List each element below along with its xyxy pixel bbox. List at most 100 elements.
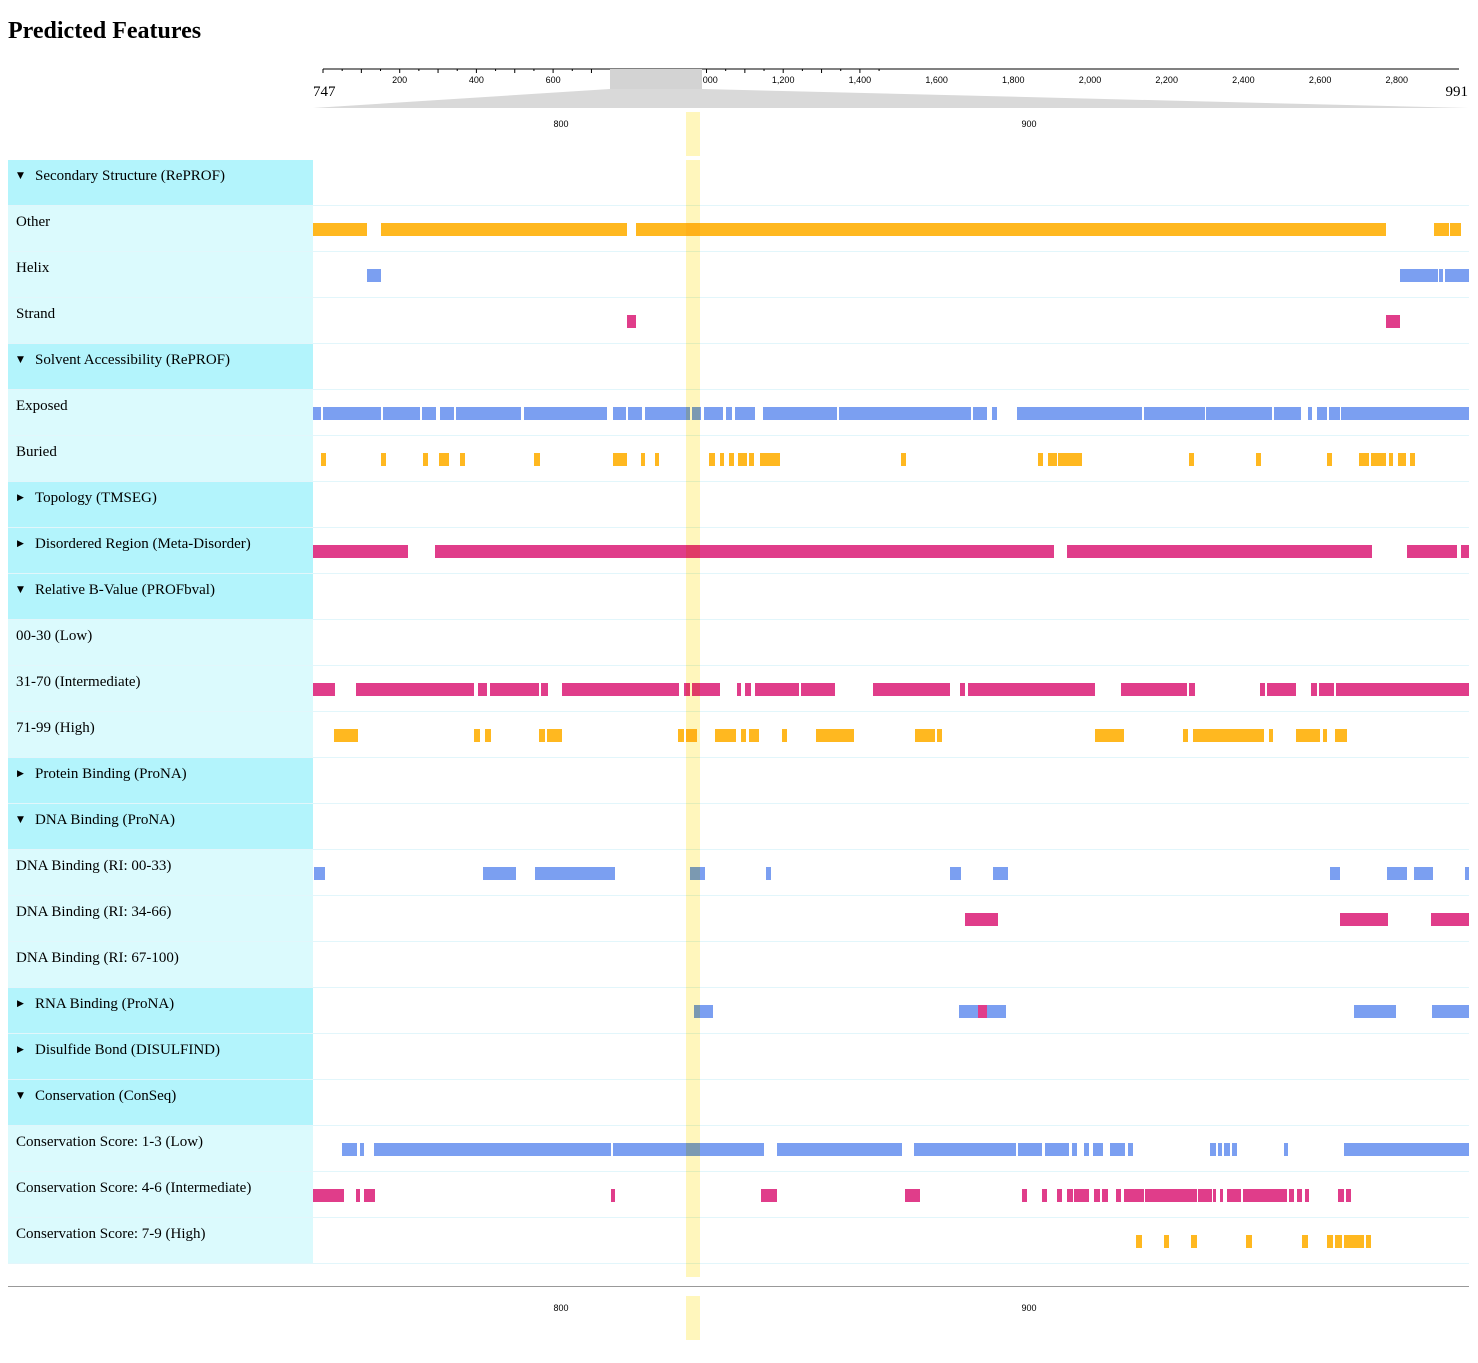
feature-block[interactable] <box>1044 1143 1069 1156</box>
feature-group-disorder[interactable]: ▶Disordered Region (Meta-Disorder) <box>8 528 1469 574</box>
caret-right-icon[interactable]: ▶ <box>17 769 24 779</box>
feature-block[interactable] <box>1316 407 1327 420</box>
feature-block[interactable] <box>628 407 643 420</box>
feature-block[interactable] <box>334 729 359 742</box>
feature-block[interactable] <box>872 683 951 696</box>
feature-block[interactable] <box>1183 729 1188 742</box>
feature-block[interactable] <box>473 729 480 742</box>
feature-block[interactable] <box>1330 867 1341 880</box>
feature-block[interactable] <box>455 407 522 420</box>
feature-block[interactable] <box>1071 1143 1077 1156</box>
feature-block[interactable] <box>434 545 1054 558</box>
feature-block[interactable] <box>1121 683 1187 696</box>
feature-block[interactable] <box>1450 223 1462 236</box>
feature-block[interactable] <box>1164 1235 1170 1248</box>
feature-block[interactable] <box>1353 1005 1397 1018</box>
feature-block[interactable] <box>1386 867 1407 880</box>
overview-navigator[interactable]: 2004006008001,0001,2001,4001,6001,8002,0… <box>0 60 1478 112</box>
feature-block[interactable] <box>1431 1005 1469 1018</box>
feature-block[interactable] <box>320 453 327 466</box>
feature-block[interactable] <box>313 545 408 558</box>
feature-block[interactable] <box>1189 453 1195 466</box>
feature-block[interactable] <box>610 1189 616 1202</box>
feature-block[interactable] <box>754 683 799 696</box>
group-label[interactable]: ▼Secondary Structure (RePROF) <box>8 160 313 205</box>
group-label[interactable]: ▼Conservation (ConSeq) <box>8 1080 313 1125</box>
feature-block[interactable] <box>1038 453 1044 466</box>
feature-block[interactable] <box>1110 1143 1125 1156</box>
feature-block[interactable] <box>781 729 788 742</box>
feature-block[interactable] <box>1319 683 1335 696</box>
feature-block[interactable] <box>1365 1235 1372 1248</box>
feature-block[interactable] <box>561 683 680 696</box>
feature-block[interactable] <box>759 453 781 466</box>
feature-block[interactable] <box>1198 1189 1213 1202</box>
feature-block[interactable] <box>1073 1189 1089 1202</box>
feature-block[interactable] <box>761 1189 777 1202</box>
group-label[interactable]: ▼DNA Binding (ProNA) <box>8 804 313 849</box>
caret-right-icon[interactable]: ▶ <box>17 493 24 503</box>
feature-block[interactable] <box>1193 729 1265 742</box>
feature-block[interactable] <box>959 683 965 696</box>
feature-block[interactable] <box>612 407 627 420</box>
feature-block[interactable] <box>626 315 636 328</box>
feature-group-ss[interactable]: ▼Secondary Structure (RePROF) <box>8 160 1469 206</box>
feature-block[interactable] <box>964 913 998 926</box>
feature-block[interactable] <box>380 453 387 466</box>
feature-block[interactable] <box>485 729 492 742</box>
feature-block[interactable] <box>364 1189 376 1202</box>
feature-block[interactable] <box>1386 315 1400 328</box>
feature-block[interactable] <box>992 407 998 420</box>
feature-block[interactable] <box>1343 1143 1469 1156</box>
feature-block[interactable] <box>915 729 935 742</box>
feature-block[interactable] <box>736 683 741 696</box>
feature-block[interactable] <box>1083 1143 1089 1156</box>
feature-block[interactable] <box>541 683 549 696</box>
group-label[interactable]: ▶Disordered Region (Meta-Disorder) <box>8 528 313 573</box>
feature-block[interactable] <box>949 867 961 880</box>
feature-block[interactable] <box>1274 407 1302 420</box>
feature-block[interactable] <box>644 407 691 420</box>
caret-down-icon[interactable]: ▼ <box>17 1091 24 1101</box>
overview-brush[interactable] <box>610 69 702 89</box>
feature-block[interactable] <box>1067 545 1373 558</box>
feature-block[interactable] <box>766 867 771 880</box>
feature-block[interactable] <box>1259 683 1266 696</box>
feature-block[interactable] <box>1323 729 1328 742</box>
feature-block[interactable] <box>422 453 428 466</box>
feature-block[interactable] <box>1343 1235 1364 1248</box>
feature-block[interactable] <box>1246 1235 1252 1248</box>
feature-block[interactable] <box>438 453 449 466</box>
feature-block[interactable] <box>937 729 943 742</box>
feature-block[interactable] <box>1213 1189 1216 1202</box>
feature-block[interactable] <box>1102 1189 1108 1202</box>
feature-block[interactable] <box>1041 1189 1048 1202</box>
feature-block[interactable] <box>1058 453 1082 466</box>
feature-block[interactable] <box>640 453 646 466</box>
feature-block[interactable] <box>535 867 616 880</box>
feature-block[interactable] <box>762 407 837 420</box>
feature-group-topo[interactable]: ▶Topology (TMSEG) <box>8 482 1469 528</box>
feature-block[interactable] <box>740 729 747 742</box>
feature-block[interactable] <box>1464 867 1469 880</box>
feature-group-protbind[interactable]: ▶Protein Binding (ProNA) <box>8 758 1469 804</box>
feature-block[interactable] <box>1145 1189 1198 1202</box>
caret-down-icon[interactable]: ▼ <box>17 585 24 595</box>
feature-block[interactable] <box>992 867 1008 880</box>
feature-block[interactable] <box>1346 1189 1352 1202</box>
feature-block[interactable] <box>1143 407 1206 420</box>
feature-block[interactable] <box>613 453 628 466</box>
feature-block[interactable] <box>1308 407 1313 420</box>
feature-block[interactable] <box>1124 1189 1144 1202</box>
feature-block[interactable] <box>1310 683 1317 696</box>
feature-block[interactable] <box>1433 223 1449 236</box>
caret-right-icon[interactable]: ▶ <box>17 999 24 1009</box>
feature-block[interactable] <box>654 453 660 466</box>
feature-block[interactable] <box>728 453 735 466</box>
feature-block[interactable] <box>1092 1143 1104 1156</box>
feature-block[interactable] <box>900 453 907 466</box>
feature-block[interactable] <box>1388 453 1394 466</box>
feature-block[interactable] <box>1243 1189 1287 1202</box>
feature-block[interactable] <box>703 407 723 420</box>
feature-block[interactable] <box>313 223 368 236</box>
